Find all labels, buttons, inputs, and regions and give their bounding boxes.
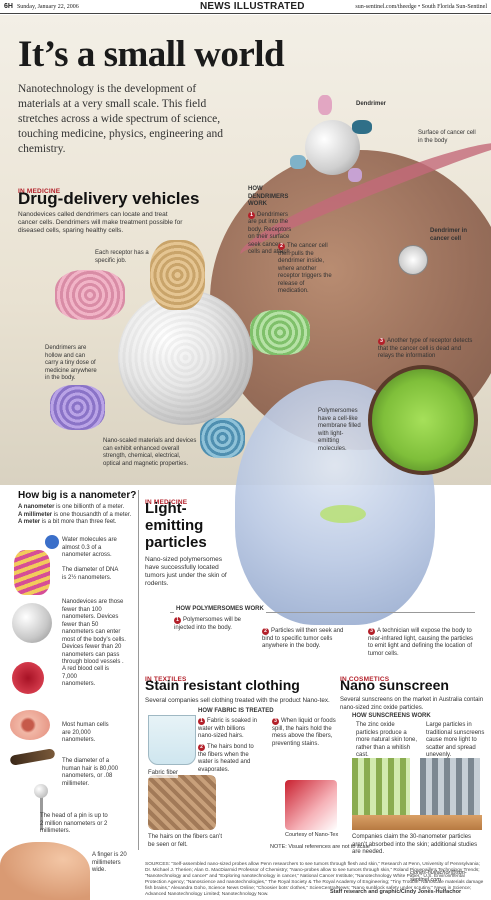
cosmetics-kicker: In Cosmetics [340,676,390,683]
red-cell-note: A red blood cell is 7,000 nanometers. [62,666,110,687]
water-cup-illustration [148,715,196,765]
step-number: 2 [198,744,205,751]
cancer-cell-illustration [398,245,428,275]
receptor-blob [290,155,306,169]
staff-credit: Staff research and graphic/Cindy Jones-H… [330,889,462,895]
site-credit: sun-sentinel.com/theedge • South Florida… [355,3,487,10]
drug-heading: Drug-delivery vehicles [18,189,200,208]
human-cell-illustration [10,710,50,740]
receptor-blob [352,120,372,134]
photo-courtesy: Courtesy of Nano-Tex [285,832,339,838]
sources-text: SOURCES: “Self-assembled nano-sized prob… [145,862,484,897]
large-particles-illustration [420,758,480,818]
water-note: Water molecules are almost 0.3 of a nano… [62,537,117,558]
textiles-deck: Several companies sell clothing treated … [145,697,330,704]
fabric-fiber-illustration [148,775,216,830]
receptor-blob [348,168,362,182]
step-number: 1 [174,617,181,624]
sunscreen-left-note: The zinc oxide particles produce a more … [356,722,418,758]
dna-illustration [14,550,50,595]
pin-illustration [40,788,43,830]
zinc-particles-illustration [352,758,410,818]
issue-date: Sunday, January 22, 2006 [16,3,79,10]
pin-head-illustration [34,784,48,798]
hair-note: The diameter of a human hair is 80,000 n… [62,758,119,787]
nanodevice-illustration [12,603,52,643]
fabric-fiber-label: Fabric fiber [148,770,179,778]
light-kicker: In Medicine [145,499,188,506]
nanodevice-note: Nanodevices are those fewer than 100 nan… [62,599,126,665]
small-dendrimer-illustration [305,120,360,175]
page-title: It’s a small world [18,34,285,75]
scale-note: NOTE: Visual references are not to scale [270,844,370,850]
receptor-blob [55,270,125,320]
drug-kicker: In Medicine [18,188,61,195]
red-blood-cell-illustration [12,662,44,694]
section-name: NEWS ILLUSTRATED [200,1,305,12]
nano-scaled-note: Nano-scaled materials and devices can ex… [103,438,197,467]
stain-photo [285,780,337,830]
pin-note: The head of a pin is up to 2 million nan… [40,813,108,834]
human-cell-note: Most human cells are 20,000 nanometers. [62,722,109,743]
dendrimer-in-cell-label: Dendrimer in cancer cell [430,228,468,242]
receptor-blob [318,95,332,115]
step-number: 3 [378,338,385,345]
cosmetics-deck: Several sunscreens on the market in Aust… [340,697,484,711]
finger-note: A finger is 20 millimeters wide. [92,852,127,873]
step-number: 3 [368,628,375,635]
textiles-kicker: In Textiles [145,676,187,683]
receptor-blob [200,418,245,458]
light-heading: Light- emitting particles [145,500,207,551]
receptor-blob [150,240,205,310]
hairs-note: The hairs on the fibers can’t be seen or… [148,834,223,848]
cosmetics-heading: Nano sunscreen [340,677,449,693]
dendrimer-label: Dendrimer [356,101,387,107]
fabric-how-heading: HOW FABRIC IS TREATED [198,708,274,714]
step-number: 2 [262,628,269,635]
hair-illustration [9,748,56,766]
page-number: 6H [4,3,13,10]
sunscreen-right-note: Large particles in traditional sunscreen… [426,722,485,758]
masthead: 6H Sunday, January 22, 2006 NEWS ILLUSTR… [0,0,491,14]
column-divider [138,490,139,850]
intro-text: Nanotechnology is the development of mat… [18,83,224,155]
polymersome-label: Polymersomes have a cell-like membrane f… [318,408,361,452]
skin-layer-illustration [352,815,482,830]
polymersome-illustration [368,365,478,475]
step-number: 1 [248,211,255,219]
receptor-blob [50,385,105,430]
light-deck: Nano-sized polymersomes have successfull… [145,556,227,587]
glowing-tumor-illustration [320,505,366,523]
drug-deck: Nanodevices called dendrimers can locate… [18,211,183,234]
dendrimer-hollow-note: Dendrimers are hollow and can carry a ti… [45,345,97,381]
dna-note: The diameter of DNA is 2½ nanometers. [62,567,119,581]
nanometer-definitions: A nanometer is one billionth of a meter.… [18,504,132,525]
receptor-blob [250,310,310,355]
author-email: cjones-hulfachor@sun-sentinel.com [410,870,467,883]
step-number: 3 [272,718,279,725]
finger-illustration [0,842,90,900]
step-number: 2 [278,243,285,250]
sunscreen-claim: Companies claim the 30-nanometer particl… [352,834,478,855]
how-polymersomes-heading: HOW POLYMERSOMES WORK [174,606,266,614]
receptor-label: Each receptor has a specific job. [95,250,149,264]
textiles-heading: Stain resistant clothing [145,677,300,693]
large-dendrimer-illustration [118,290,253,425]
step-number: 1 [198,718,205,725]
nanometer-heading: How big is a nanometer? [18,490,137,501]
how-polymersomes-rule [170,612,475,613]
surface-label: Surface of cancer cell in the body [418,130,476,144]
water-molecule-illustration [45,535,59,549]
sunscreen-how-heading: HOW SUNSCREENS WORK [352,713,431,719]
